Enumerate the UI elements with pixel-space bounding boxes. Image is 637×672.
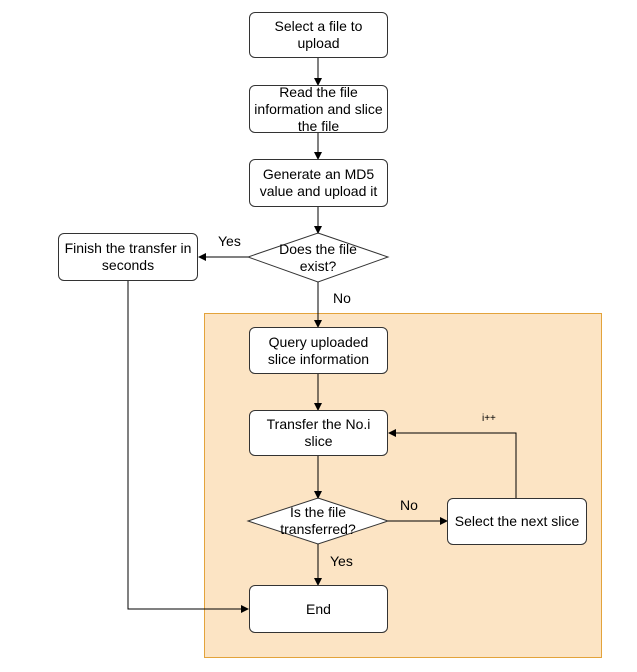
- read-info-node: Read the file information and slice the …: [249, 84, 388, 134]
- query-slices-node: Query uploaded slice information: [249, 327, 388, 374]
- file-exists-label: Does the file exist?: [279, 241, 357, 274]
- end-node: End: [249, 585, 388, 633]
- edge-label-transferred-yes: Yes: [330, 553, 353, 569]
- generate-md5-node: Generate an MD5 value and upload it: [249, 159, 388, 207]
- edge-label-transferred-no: No: [400, 497, 418, 513]
- arrow-next-loop: [388, 429, 517, 498]
- edge-label-exists-yes: Yes: [218, 233, 241, 249]
- edge-label-exists-no: No: [333, 290, 351, 306]
- finish-transfer-node: Finish the transfer in seconds: [58, 233, 198, 281]
- transfer-slice-node: Transfer the No.i slice: [249, 410, 388, 456]
- select-next-node: Select the next slice: [447, 498, 587, 545]
- file-transferred-label: Is the file transferred?: [280, 504, 356, 537]
- arrow-finish-to-end: [127, 281, 249, 613]
- edge-label-increment: i++: [482, 413, 496, 424]
- select-file-node: Select a file to upload: [249, 12, 388, 58]
